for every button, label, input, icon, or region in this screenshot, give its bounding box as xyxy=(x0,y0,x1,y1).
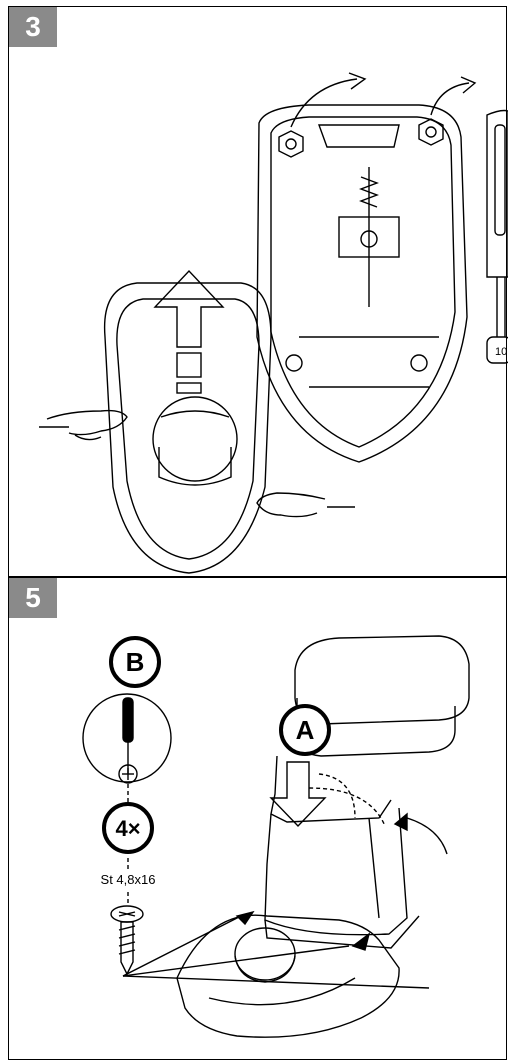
tool-size-label: 10 xyxy=(495,346,507,358)
screw-icon xyxy=(110,905,144,976)
nut-icon xyxy=(278,118,444,372)
arrow-icon xyxy=(269,761,327,828)
callout-a-circle xyxy=(279,704,331,756)
callout-b-label: B xyxy=(126,647,145,677)
step-3-panel: 3 xyxy=(8,6,508,577)
step-5-badge: 5 xyxy=(9,578,57,618)
armrest-assembly-drawing xyxy=(264,635,470,949)
quantity-label: 4× xyxy=(115,816,140,841)
tool-detail-circle xyxy=(82,693,172,783)
hand-icon xyxy=(39,409,355,518)
arrow-icon xyxy=(153,269,225,394)
pointer-arrow-icon xyxy=(235,812,448,951)
front-cover-drawing xyxy=(103,282,272,574)
base-underside-drawing xyxy=(256,104,468,463)
base-plate-drawing xyxy=(176,914,400,1038)
curved-arrow-icon xyxy=(290,72,477,128)
screwdriver-icon xyxy=(118,697,138,784)
step-5-illustration: B A 4× St 4,8x16 xyxy=(82,635,470,1038)
callout-a-label: A xyxy=(296,715,315,745)
callout-b-circle xyxy=(109,636,161,688)
step-5-panel: 5 xyxy=(8,577,507,1060)
step-3-badge: 3 xyxy=(9,7,57,47)
screwdriver-icon xyxy=(486,109,508,364)
screw-spec-label: St 4,8x16 xyxy=(101,872,156,887)
step-3-illustration: 10 xyxy=(39,72,508,574)
quantity-circle xyxy=(102,802,154,854)
